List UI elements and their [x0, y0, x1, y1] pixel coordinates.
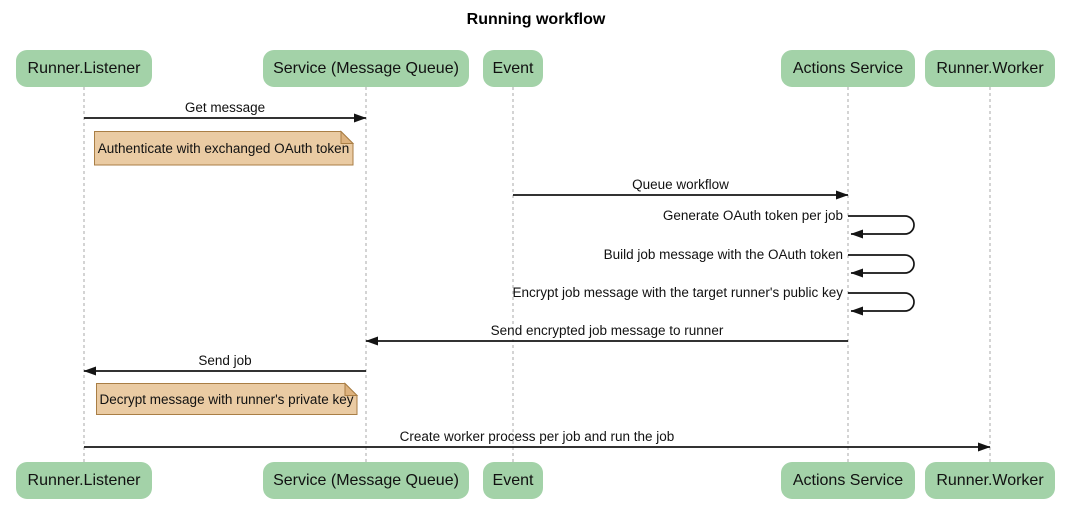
message-label-queue-workflow: Queue workflow [632, 177, 729, 192]
message-label-create-worker-process: Create worker process per job and run th… [399, 429, 675, 444]
actor-top-event: Event [483, 50, 543, 87]
actor-label: Runner.Listener [27, 471, 141, 489]
actor-label: Runner.Worker [936, 59, 1044, 77]
actor-label: Service (Message Queue) [273, 471, 459, 489]
actor-top-runner-listener: Runner.Listener [16, 50, 152, 87]
self-loop-build-job-message [848, 254, 915, 278]
actor-label: Actions Service [792, 471, 904, 489]
actor-label: Event [492, 471, 534, 489]
actor-top-runner-worker: Runner.Worker [925, 50, 1055, 87]
actor-label: Event [492, 59, 534, 77]
actor-label: Actions Service [792, 59, 904, 77]
actor-bottom-runner-listener: Runner.Listener [16, 462, 152, 499]
message-label-encrypt-job-message: Encrypt job message with the target runn… [512, 285, 844, 300]
actor-top-service-message-queue: Service (Message Queue) [263, 50, 469, 87]
note-authenticate-shape [94, 131, 354, 166]
self-loop-encrypt-job-message [848, 292, 915, 316]
actor-label: Runner.Listener [27, 59, 141, 77]
note-authenticate-fold-icon [340, 130, 355, 144]
message-label-get-message: Get message [184, 100, 266, 115]
note-decrypt-shape [96, 383, 358, 415]
actor-bottom-event: Event [483, 462, 543, 499]
actor-bottom-runner-worker: Runner.Worker [925, 462, 1055, 499]
message-label-generate-oauth-token: Generate OAuth token per job [662, 208, 843, 223]
actor-label: Service (Message Queue) [273, 59, 459, 77]
note-decrypt-fold-icon [344, 382, 359, 396]
actor-top-actions-service: Actions Service [781, 50, 915, 87]
message-label-send-encrypted-job-message: Send encrypted job message to runner [490, 323, 724, 338]
self-loop-generate-oauth-token [848, 215, 915, 239]
actor-label: Runner.Worker [936, 471, 1044, 489]
actor-bottom-service-message-queue: Service (Message Queue) [263, 462, 469, 499]
diagram-title: Running workflow [466, 11, 606, 28]
note-decrypt: Decrypt message with runner's private ke… [99, 391, 354, 407]
message-label-send-job: Send job [198, 353, 252, 368]
actor-bottom-actions-service: Actions Service [781, 462, 915, 499]
note-authenticate: Authenticate with exchanged OAuth token [97, 140, 350, 156]
message-label-build-job-message: Build job message with the OAuth token [603, 247, 843, 262]
